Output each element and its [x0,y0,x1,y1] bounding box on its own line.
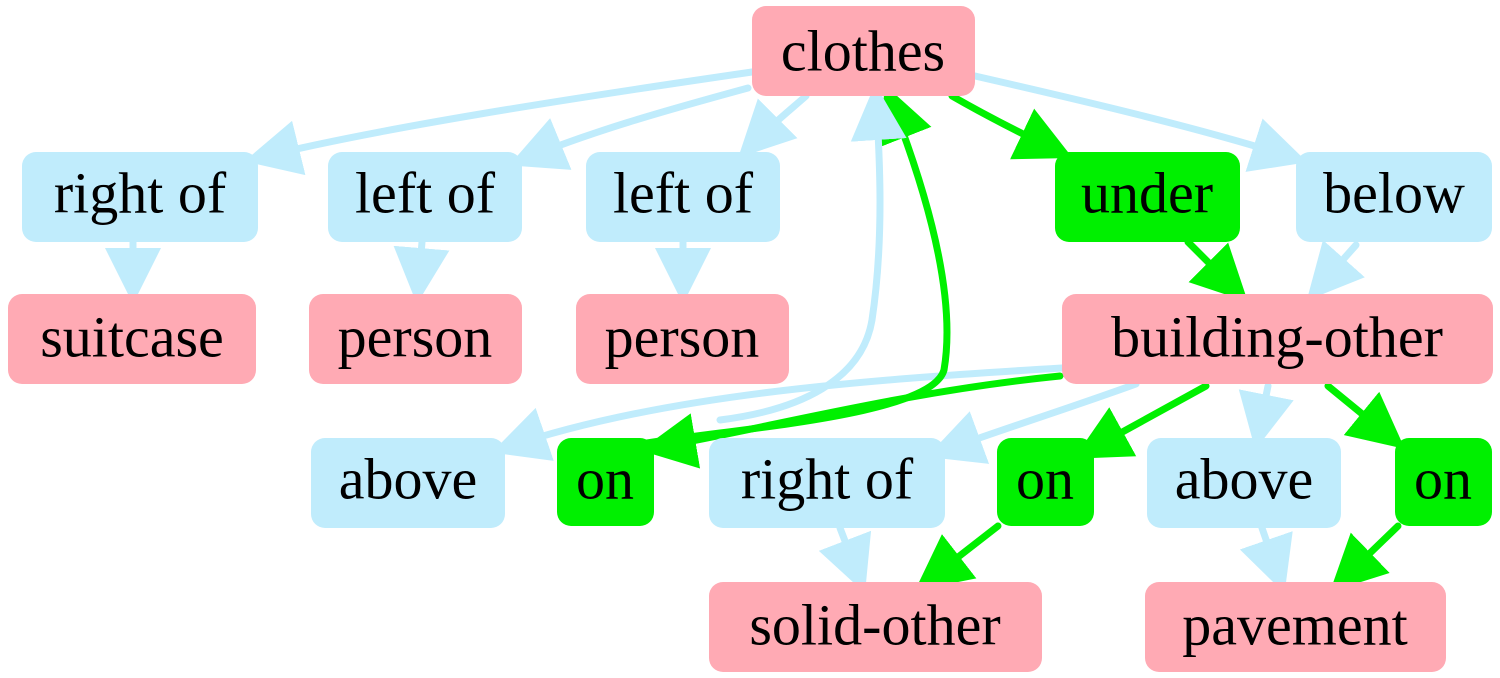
edge-clothes-left-of-2 [738,92,810,158]
node-suitcase[interactable]: suitcase [8,294,256,384]
node-label: on [1414,447,1472,512]
edge-on-2-solid [914,522,1002,591]
edge-building-right-of-2 [926,380,1140,464]
edge-below-building [1306,240,1365,301]
node-label: building-other [1111,305,1443,370]
edge-building-above-1 [491,364,1066,461]
edge-building-above-2 [1238,382,1294,450]
node-label: solid-other [749,593,1000,658]
node-on-3[interactable]: on [1395,438,1492,526]
node-person-1[interactable]: person [309,294,522,384]
node-label: right of [741,447,914,512]
edges-layer [105,68,1405,594]
node-right-of-2[interactable]: right of [709,438,945,528]
node-above-2[interactable]: above [1147,438,1341,528]
node-above-1[interactable]: above [311,438,505,528]
node-label: above [339,447,478,512]
node-under[interactable]: under [1055,152,1240,242]
node-label: above [1175,447,1314,512]
node-label: suitcase [40,305,224,370]
edge-clothes-below [971,72,1308,172]
node-label: below [1323,161,1465,226]
node-label: under [1081,161,1213,226]
node-left-of-2[interactable]: left of [586,152,780,242]
edge-building-on-2 [1073,382,1210,459]
nodes-layer: clothes right of left of left of under b… [8,6,1493,672]
node-label: on [576,447,634,512]
node-clothes[interactable]: clothes [752,6,975,96]
node-solid-other[interactable]: solid-other [709,582,1042,672]
edge-right-of-2-solid [818,524,872,594]
node-below[interactable]: below [1296,152,1492,242]
node-on-2[interactable]: on [997,438,1094,526]
node-on-1[interactable]: on [557,438,654,526]
node-left-of-1[interactable]: left of [328,152,522,242]
edge-under-building [1184,238,1248,302]
node-label: left of [355,161,496,226]
node-label: on [1016,447,1074,512]
edge-clothes-left-of-1 [509,84,752,170]
edge-on-3-pavement [1329,522,1402,592]
node-label: person [338,305,493,370]
edge-above-1-clothes [716,84,907,424]
node-label: right of [54,161,227,226]
edge-above-2-pavement [1239,524,1293,594]
node-label: pavement [1182,593,1407,658]
node-pavement[interactable]: pavement [1145,582,1446,672]
node-label: person [605,305,760,370]
edge-clothes-right-of [244,68,756,176]
node-label: left of [613,161,754,226]
edge-on-1-clothes [616,84,951,452]
node-right-of-1[interactable]: right of [22,152,258,242]
edge-clothes-under [948,92,1073,160]
edge-building-on-3 [1324,382,1405,449]
node-person-2[interactable]: person [576,294,789,384]
node-label: clothes [781,19,945,84]
edge-left-of-person-1 [393,238,450,304]
edge-building-on-1 [640,372,1064,469]
node-building-other[interactable]: building-other [1062,294,1493,384]
